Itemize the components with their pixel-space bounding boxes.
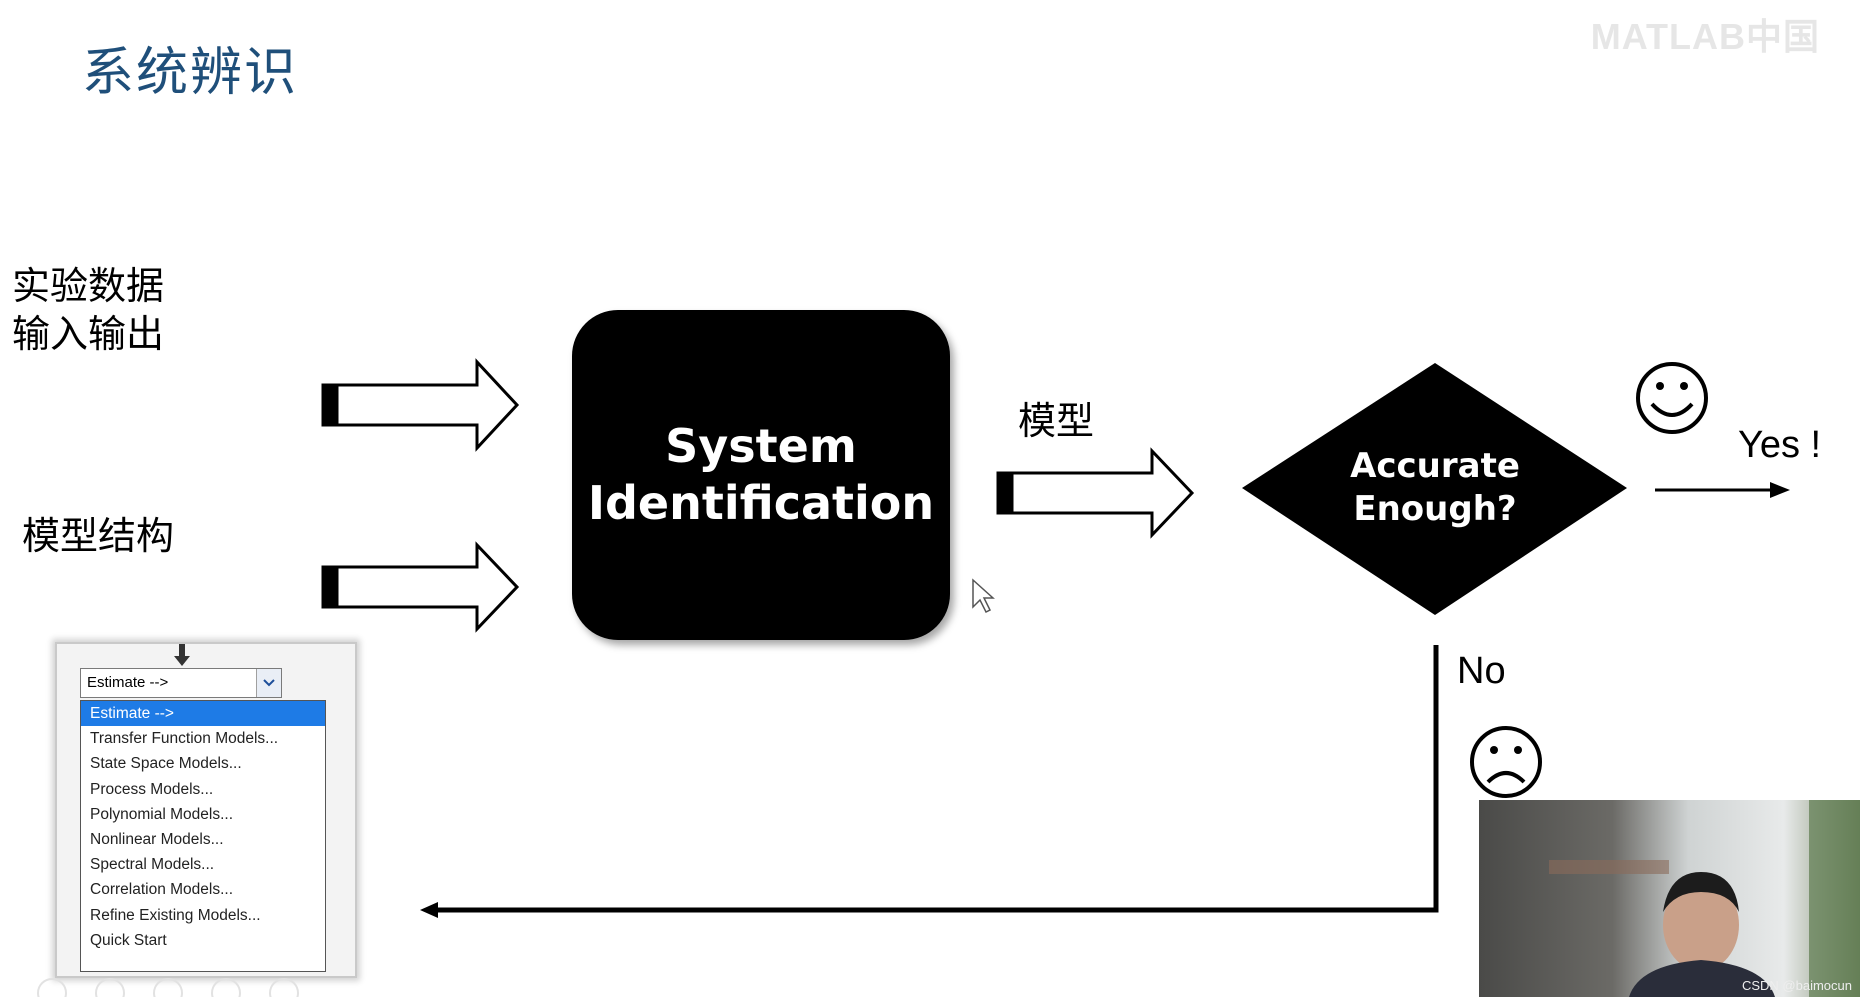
estimate-options-list: Estimate --> Transfer Function Models...… [80,700,326,972]
hollow-arrow-model [996,447,1195,539]
smiley-face-icon [1636,362,1708,434]
input-data-line2: 输入输出 [12,312,165,356]
decision-diamond [1242,363,1627,615]
option-transfer-function[interactable]: Transfer Function Models... [90,730,279,748]
slideshow-toolbar [37,978,299,997]
combobox-value: Estimate --> [87,674,169,691]
slides-grid-icon [153,978,183,997]
system-identification-box: System Identification [572,310,950,640]
presenter-webcam: CSDN @baimocun [1479,800,1860,997]
option-refine[interactable]: Refine Existing Models... [90,906,261,924]
input-data-label: 实验数据 输入输出 [12,262,164,358]
option-correlation[interactable]: Correlation Models... [90,881,234,899]
watermark-logo: MATLAB中国 [1590,16,1820,57]
system-identification-label: System Identification [587,419,935,530]
down-arrow-icon [174,644,190,666]
input-data-line1: 实验数据 [12,264,165,308]
pen-icon [95,978,125,997]
hollow-arrow-data [321,358,520,452]
zoom-icon [211,978,241,997]
chevron-down-icon[interactable] [256,669,281,697]
frown-face-icon [1470,726,1542,798]
decision-label: Accurate Enough? [1350,446,1520,529]
option-quick-start[interactable]: Quick Start [90,931,167,949]
option-estimate[interactable]: Estimate --> [81,701,325,727]
source-credit: CSDN @baimocun [1741,978,1852,993]
yes-arrowhead [1770,482,1790,498]
option-state-space[interactable]: State Space Models... [90,755,242,773]
page-title: 系统辨识 [82,43,299,103]
model-structure-label: 模型结构 [22,514,175,558]
hollow-arrow-structure [321,541,520,633]
option-spectral[interactable]: Spectral Models... [90,856,215,874]
mouse-cursor-icon [972,578,995,614]
yes-label: Yes ! [1738,424,1822,466]
no-label: No [1457,650,1506,692]
estimate-dropdown-screenshot: Estimate --> Estimate --> Transfer Funct… [55,642,357,978]
option-polynomial[interactable]: Polynomial Models... [90,805,234,823]
prev-slide-icon [37,978,67,997]
feedback-line [432,645,1439,913]
feedback-arrowhead [420,902,438,918]
option-process[interactable]: Process Models... [90,780,214,798]
more-options-icon [269,978,299,997]
model-label: 模型 [1018,399,1095,443]
presenter-silhouette [1549,800,1860,997]
estimate-combobox[interactable]: Estimate --> [80,668,282,698]
option-nonlinear[interactable]: Nonlinear Models... [90,830,224,848]
